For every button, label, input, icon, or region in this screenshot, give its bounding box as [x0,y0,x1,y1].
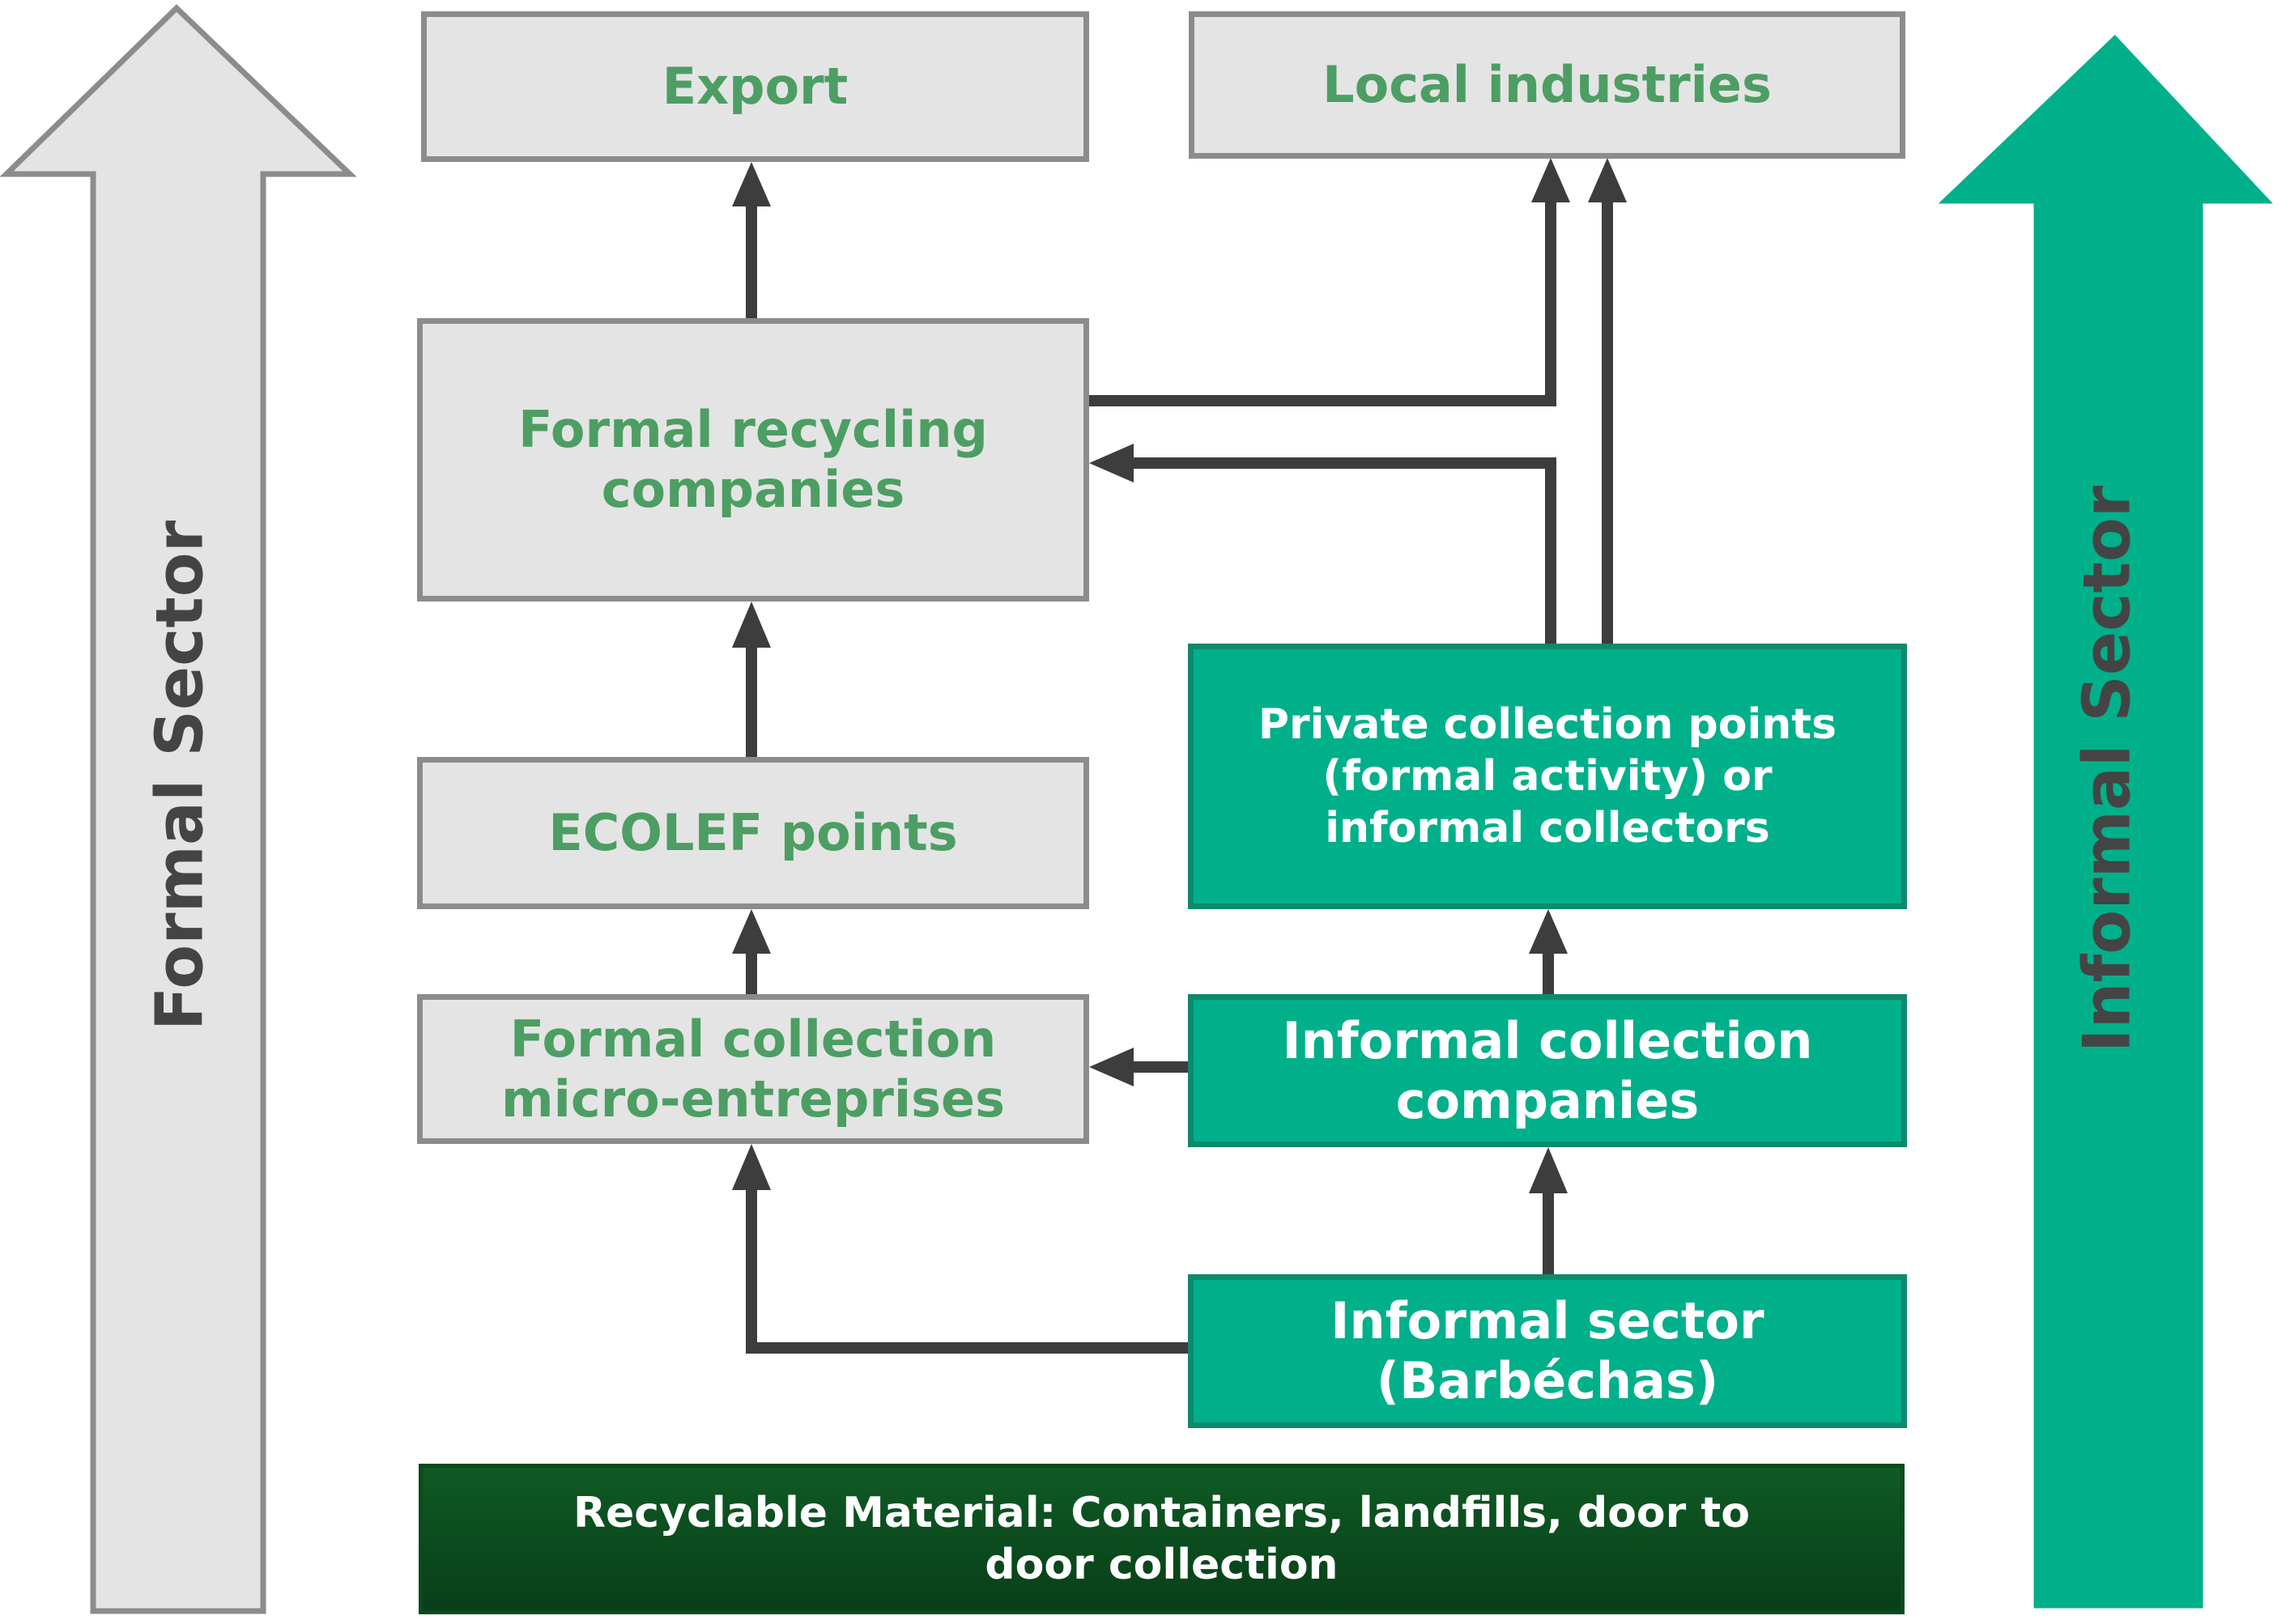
node-formal-collection-micro-entreprises: Formal collection micro-entreprises [417,994,1089,1144]
informal-sector-label: Informal Sector [2069,485,2145,1053]
arrowhead-informalco [1529,1147,1568,1193]
arrowhead-recycling-bottom [732,602,771,648]
node-informal-collection-companies: Informal collection companies [1188,994,1907,1147]
edge-private-to-recycling [1130,457,1556,644]
formal-sector-label: Formal Sector [142,520,218,1031]
node-local-industries: Local industries [1189,11,1905,159]
node-recyclable-material: Recyclable Material: Containers, landfil… [419,1464,1905,1614]
informal-sector-arrow [1924,27,2287,1614]
node-export: Export [421,11,1089,162]
arrowhead-micro-side [1089,1048,1134,1086]
arrowhead-recycling-side [1089,444,1134,483]
arrowhead-ecolef [732,909,771,954]
edge-barbechas-to-micro [746,1190,1190,1354]
arrowhead-local-1 [1531,158,1570,202]
arrowhead-local-2 [1588,158,1627,202]
arrowhead-micro-bottom [732,1144,771,1190]
node-formal-recycling-companies: Formal recycling companies [417,318,1089,602]
formal-sector-arrow [0,4,357,1614]
arrowhead-export [732,162,771,206]
node-ecolef-points: ECOLEF points [417,757,1089,909]
node-informal-sector-barbechas: Informal sector (Barbéchas) [1188,1274,1907,1428]
edge-recycling-to-local [1088,198,1556,406]
arrowhead-private [1529,909,1568,954]
node-private-collection-points: Private collection points (formal activi… [1188,644,1907,909]
